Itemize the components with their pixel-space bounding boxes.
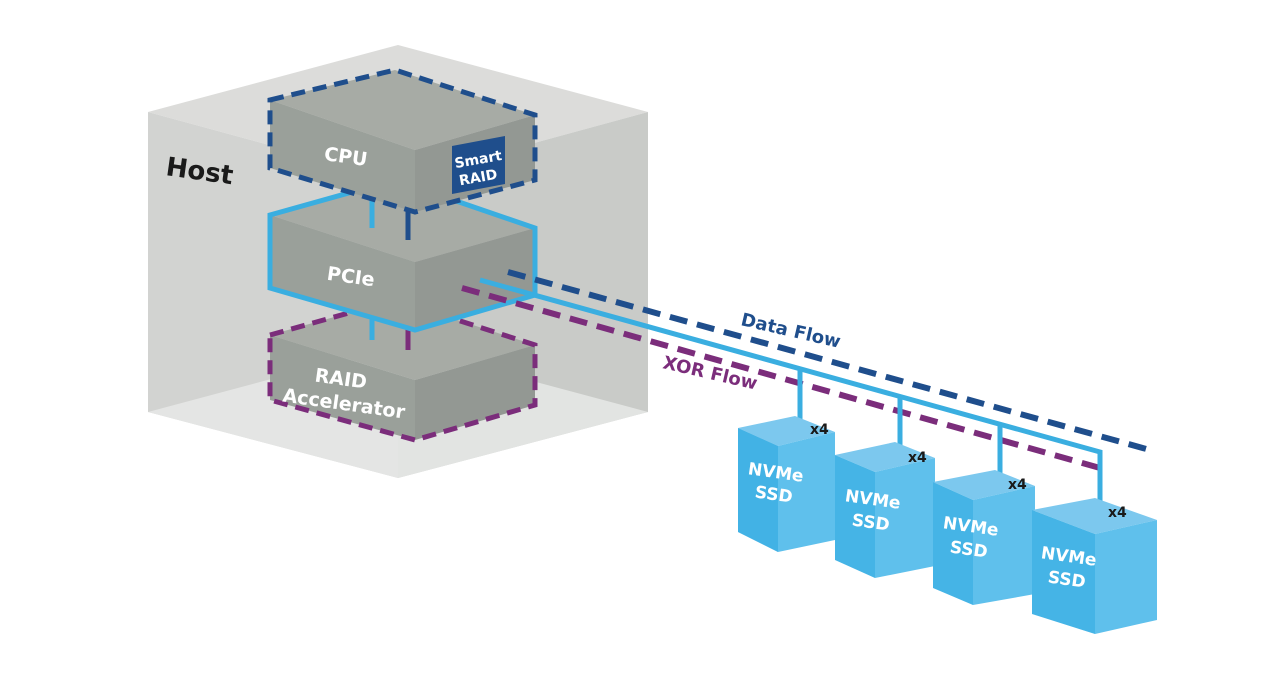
ssd-2-lanes: x4 [908,450,927,466]
raid-accelerator-block [267,297,538,443]
ssd-4-lanes: x4 [1108,505,1127,521]
ssd-3-lanes: x4 [1008,477,1027,493]
ssd-4 [1032,498,1157,634]
pcie-bus [479,277,1103,510]
raid-accelerator-outline [267,297,538,443]
ssd-1-lanes: x4 [810,422,829,438]
smart-raid-badge: Smart RAID [452,136,505,194]
smart-raid-badge-line2: RAID [458,167,499,189]
ssd-3 [933,470,1035,605]
data-flow-label: Data Flow [739,309,843,352]
cpu-outline [267,67,538,215]
ssd-2 [835,442,935,578]
ssd-1 [738,416,835,552]
